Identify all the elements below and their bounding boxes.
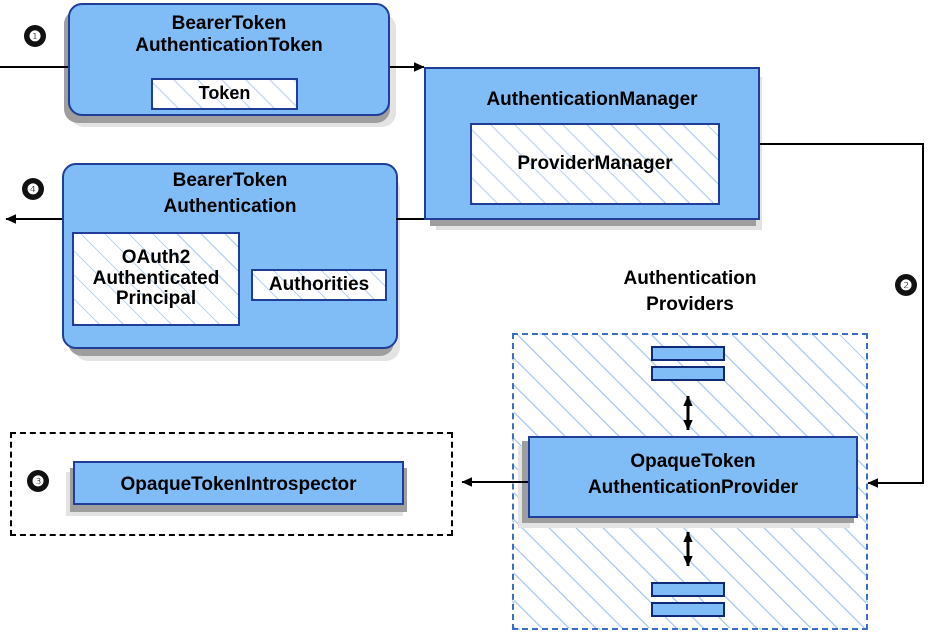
step-badge-1: ❶ (24, 25, 46, 47)
step-badge-3: ❸ (27, 470, 49, 492)
authentication-providers-title-line1: Authentication (623, 268, 757, 289)
opaque-token-authentication-provider-title-line1: OpaqueToken (630, 451, 756, 472)
token-inner-box[interactable]: Token (151, 78, 298, 110)
authorities-inner-box[interactable]: Authorities (251, 269, 387, 301)
opaque-token-introspector-title: OpaqueTokenIntrospector (120, 474, 357, 495)
stub-bar-upper (651, 346, 725, 361)
bearer-token-authentication-token-node[interactable]: BearerToken AuthenticationToken (68, 3, 390, 116)
oauth2-principal-line1: OAuth2 (121, 246, 191, 268)
oauth2-principal-line3: Principal (115, 288, 197, 310)
opaque-token-introspector-container (10, 432, 453, 536)
opaque-token-introspector-node[interactable]: OpaqueTokenIntrospector (73, 461, 404, 505)
bearer-token-authentication-token-title-line1: BearerToken (171, 13, 287, 34)
step-badge-4: ❹ (22, 178, 44, 200)
authentication-providers-title-line2: Providers (646, 294, 734, 315)
authentication-manager-title: AuthenticationManager (486, 89, 698, 110)
bearer-token-authentication-title-line2: Authentication (163, 196, 297, 217)
oauth2-authenticated-principal-inner-box[interactable]: OAuth2 Authenticated Principal (72, 232, 240, 326)
opaque-token-authentication-provider-node[interactable]: OpaqueToken AuthenticationProvider (528, 436, 858, 518)
stub-bar-lower (651, 602, 725, 617)
bearer-token-authentication-title-line1: BearerToken (172, 170, 288, 191)
stub-bar-upper (651, 582, 725, 597)
step-badge-2: ❷ (895, 274, 917, 296)
bearer-token-authentication-token-title-line2: AuthenticationToken (135, 35, 323, 56)
opaque-token-authentication-provider-title-line2: AuthenticationProvider (587, 477, 799, 498)
provider-interface-stub-top (651, 346, 725, 381)
stub-bar-lower (651, 366, 725, 381)
provider-manager-inner-box[interactable]: ProviderManager (470, 123, 720, 205)
oauth2-principal-line2: Authenticated (92, 267, 220, 289)
provider-interface-stub-bottom (651, 582, 725, 617)
